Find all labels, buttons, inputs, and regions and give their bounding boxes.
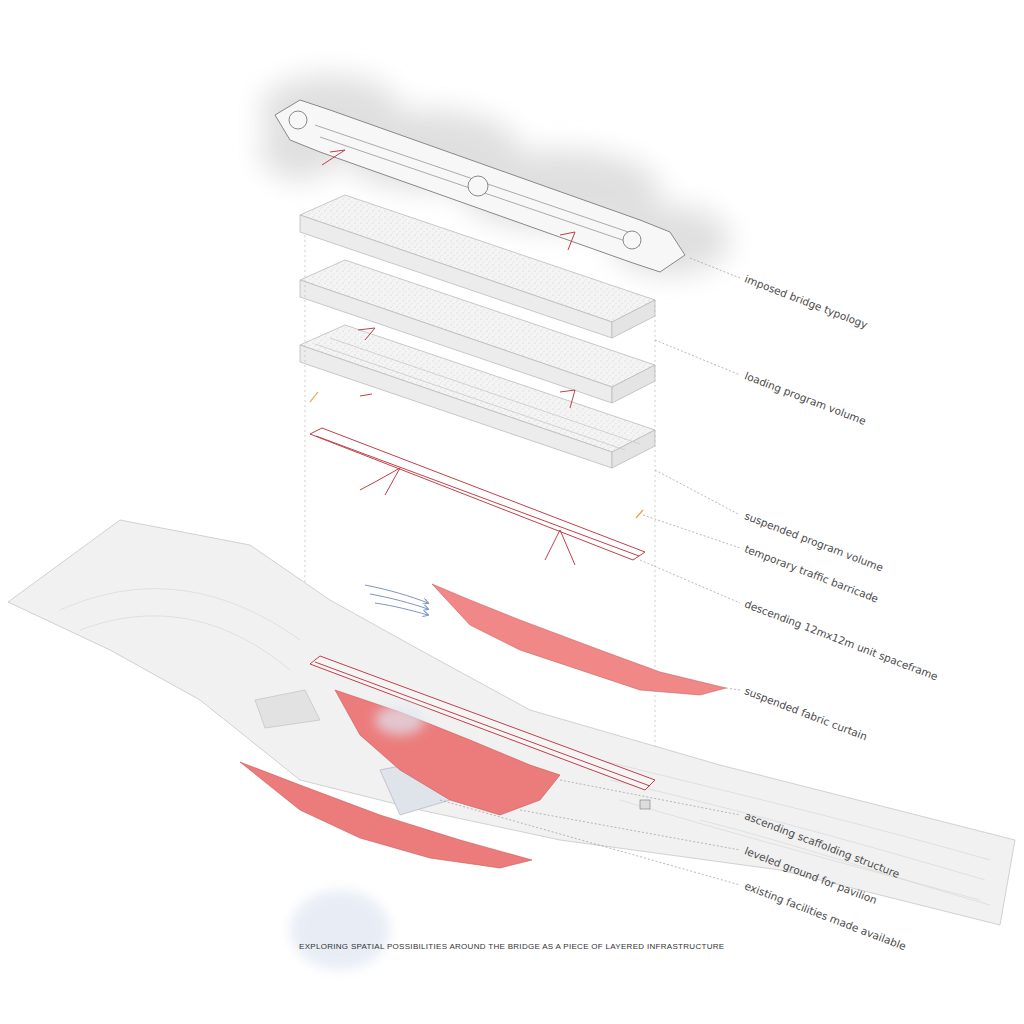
callout-label: imposed bridge typology (743, 272, 870, 331)
callout-label: suspended fabric curtain (743, 684, 869, 743)
callout-label: suspended program volume (743, 509, 885, 574)
callout-label: loading program volume (743, 369, 868, 427)
caption: EXPLORING SPATIAL POSSIBILITIES AROUND T… (299, 942, 724, 951)
callout-label: descending 12mx12m unit spaceframe (743, 597, 940, 683)
